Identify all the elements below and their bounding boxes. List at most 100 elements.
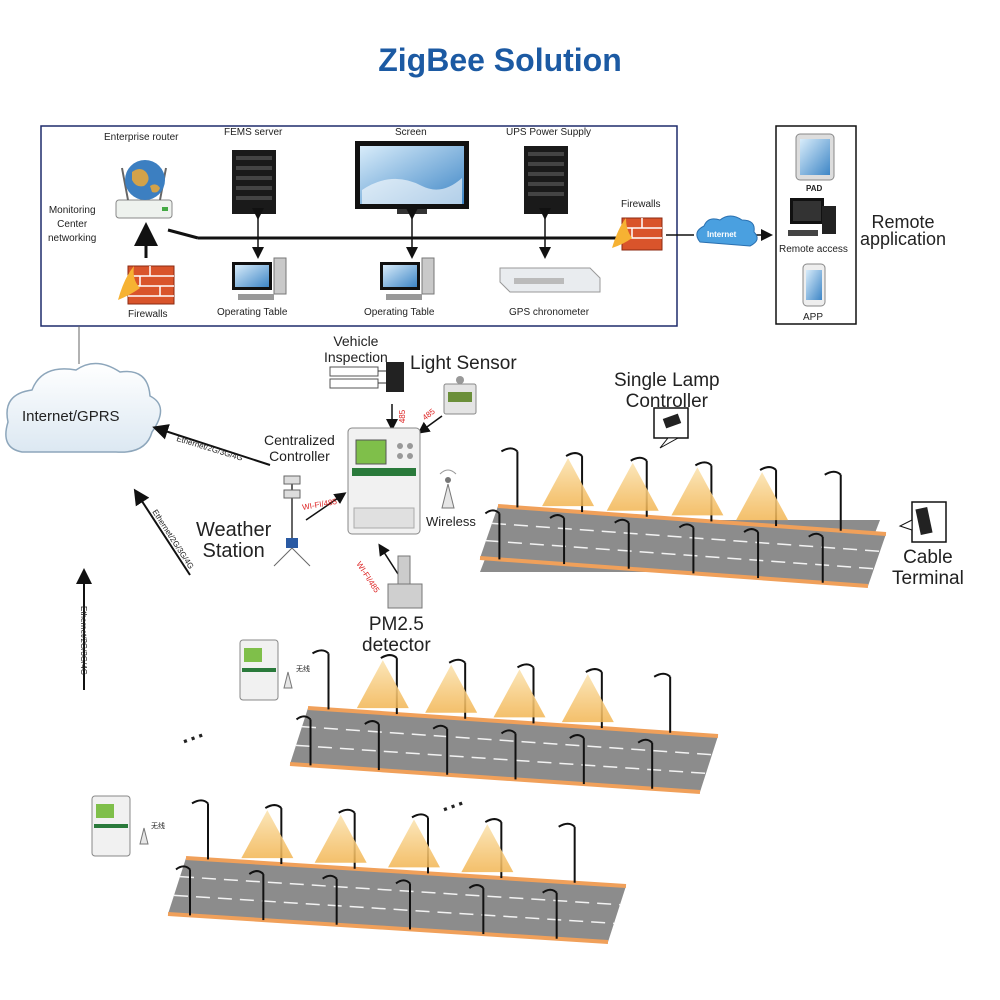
pole-arm-1-4 bbox=[694, 461, 713, 467]
wireless-2-icon bbox=[283, 671, 293, 689]
pole-opp-arm-2-4 bbox=[500, 729, 517, 735]
pole-arm-1-6 bbox=[824, 470, 842, 476]
pole-opp-arm-3-5 bbox=[468, 884, 485, 889]
vehicle-inspection-icon bbox=[329, 362, 404, 392]
centralized-controller-icon bbox=[347, 427, 421, 535]
pole-arm-3-5 bbox=[484, 818, 503, 823]
road-edge-bottom-2 bbox=[289, 762, 701, 794]
pole-opp-arm-2-2 bbox=[364, 720, 380, 725]
centralized-controller-label: Centralized Controller bbox=[264, 432, 335, 464]
operating-table-1-icon bbox=[232, 257, 287, 300]
wireless-3-icon bbox=[139, 827, 149, 845]
light-cone-1-4 bbox=[671, 467, 724, 516]
ups-icon bbox=[524, 146, 568, 214]
weather-station-icon bbox=[273, 475, 311, 567]
router-icon bbox=[115, 160, 173, 219]
screen-label: Screen bbox=[395, 127, 427, 138]
monitoring-center-label: Monitoring Center networking bbox=[48, 205, 97, 244]
pole-opp-arm-1-2 bbox=[549, 514, 565, 519]
pole-arm-3-4 bbox=[411, 813, 429, 819]
pole-opp-arm-1-4 bbox=[678, 523, 695, 529]
pole-arm-2-3 bbox=[448, 658, 466, 664]
internet-badge-label: Internet bbox=[707, 230, 737, 239]
road-edge-top-1 bbox=[497, 504, 887, 536]
pole-opp-arm-3-6 bbox=[542, 888, 558, 894]
light-cone-2-2 bbox=[356, 660, 409, 709]
road-edge-bottom-1 bbox=[479, 556, 869, 588]
pole-arm-3-6 bbox=[558, 822, 576, 828]
wireless-label: Wireless bbox=[426, 514, 476, 529]
light-sensor-label: Light Sensor bbox=[410, 353, 517, 374]
gps-label: GPS chronometer bbox=[509, 307, 590, 318]
pole-arm-3-3 bbox=[338, 808, 356, 814]
pole-arm-1-5 bbox=[759, 466, 777, 471]
lane-marking-3-2 bbox=[173, 894, 615, 925]
remote-application-label: Remote application bbox=[860, 212, 947, 249]
pole-opp-arm-3-1 bbox=[175, 865, 191, 871]
page-title: ZigBee Solution bbox=[378, 42, 622, 78]
enterprise-router-label: Enterprise router bbox=[104, 132, 179, 143]
operating-table-1-label: Operating Table bbox=[217, 307, 288, 318]
app-label: APP bbox=[803, 312, 824, 323]
internet-gprs-label: Internet/GPRS bbox=[22, 408, 120, 425]
pole-opp-arm-2-6 bbox=[637, 738, 653, 744]
cable-terminal-icon bbox=[898, 501, 947, 543]
pole-arm-3-1 bbox=[191, 799, 209, 805]
ethernet-label-3: Ethernet/2G/3G/4G bbox=[79, 606, 88, 675]
firewall-left-icon bbox=[118, 265, 175, 305]
pole-opp-arm-3-3 bbox=[322, 874, 338, 880]
pole-opp-arm-1-1 bbox=[484, 509, 501, 515]
pm25-label: PM2.5 detector bbox=[362, 614, 431, 656]
road-edge-top-2 bbox=[307, 706, 719, 738]
pole-arm-1-1 bbox=[500, 447, 519, 453]
operating-table-2-label: Operating Table bbox=[364, 307, 435, 318]
ups-label: UPS Power Supply bbox=[506, 127, 592, 138]
cable-terminal-label: Cable Terminal bbox=[892, 547, 964, 589]
weather-station-label: Weather Station bbox=[196, 519, 272, 562]
pole-opp-arm-3-2 bbox=[248, 870, 265, 875]
fems-server-icon bbox=[232, 150, 276, 214]
pole-opp-arm-1-6 bbox=[808, 532, 824, 538]
pole-arm-2-2 bbox=[380, 654, 398, 659]
pole-arm-2-6 bbox=[653, 672, 671, 678]
wireless-antenna-icon bbox=[439, 469, 457, 509]
remote-access-icon bbox=[788, 198, 836, 236]
wireless-cn-label-2: 无线 bbox=[151, 823, 165, 830]
remote-access-label: Remote access bbox=[779, 244, 848, 255]
wireless-cn-label-1: 无线 bbox=[296, 666, 310, 673]
pole-opp-arm-3-4 bbox=[395, 879, 411, 885]
fems-server-label: FEMS server bbox=[224, 127, 283, 138]
road-surface-1 bbox=[480, 506, 886, 586]
monitoring-center-box bbox=[40, 125, 678, 327]
pole-arm-2-4 bbox=[516, 663, 535, 669]
light-cone-2-4 bbox=[493, 669, 546, 718]
light-sensor-icon bbox=[443, 376, 477, 415]
firewall-right-icon bbox=[612, 217, 663, 251]
pole-opp-arm-2-3 bbox=[432, 724, 448, 730]
lane-marking-2-1 bbox=[301, 725, 713, 756]
firewalls-right-label: Firewalls bbox=[621, 199, 661, 210]
pole-arm-1-2 bbox=[565, 452, 583, 457]
pole-arm-1-3 bbox=[630, 456, 648, 462]
pm25-detector-icon bbox=[387, 555, 423, 609]
remote-box bbox=[775, 125, 857, 325]
light-cone-2-5 bbox=[561, 674, 614, 723]
light-cone-3-5 bbox=[461, 824, 514, 873]
pad-label: PAD bbox=[806, 184, 823, 193]
light-cone-1-5 bbox=[736, 472, 789, 521]
internet-cloud-icon bbox=[696, 215, 758, 247]
lane-marking-3-1 bbox=[179, 875, 621, 906]
pole-arm-2-1 bbox=[311, 649, 330, 655]
light-cone-1-3 bbox=[606, 462, 659, 511]
road-edge-top-3 bbox=[185, 856, 627, 888]
controller-3-icon bbox=[91, 795, 131, 857]
internet-gprs-cloud-icon bbox=[5, 362, 162, 453]
road-edge-bottom-3 bbox=[167, 912, 609, 944]
pad-icon bbox=[795, 133, 835, 181]
pole-arm-2-5 bbox=[585, 668, 603, 673]
pole-arm-3-2 bbox=[264, 804, 283, 809]
pole-opp-arm-1-3 bbox=[614, 518, 630, 524]
single-lamp-controller-icon bbox=[653, 407, 689, 449]
roads-layer bbox=[167, 447, 887, 944]
light-cone-3-4 bbox=[388, 819, 440, 868]
